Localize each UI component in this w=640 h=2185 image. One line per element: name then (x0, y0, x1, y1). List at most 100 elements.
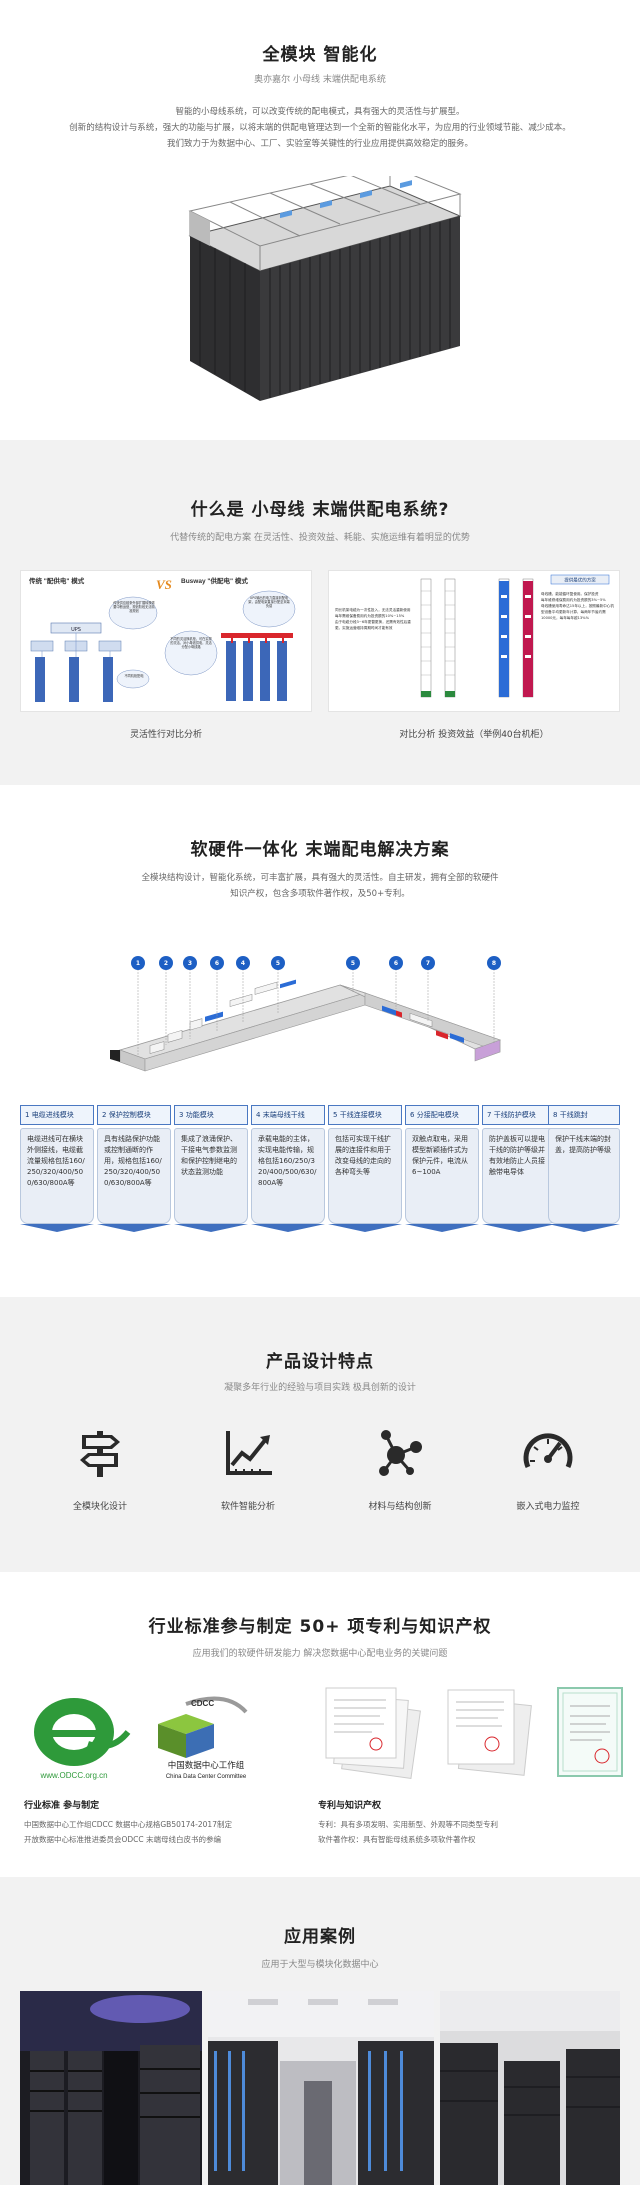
patents-line: 软件著作权：具有智能母线系统多项软件著作权 (318, 1835, 476, 1844)
what-is-section: 什么是 小母线 末端供配电系统? 代替传统的配电方案 在灵活性、投资效益、耗能、… (0, 440, 640, 785)
feature-item: 嵌入式电力监控 (478, 1425, 618, 1512)
marker-number: 5 (276, 960, 280, 967)
features-title: 产品设计特点 (266, 1352, 374, 1372)
marker-number: 6 (215, 960, 219, 967)
what-subtitle: 代替传统的配电方案 在灵活性、投资效益、耗能、实施运维有着明显的优势 (170, 533, 470, 543)
hero-section: 全模块 智能化 奥亦嘉尔 小母线 末端供配电系统 智能的小母线系统，可以改变传统… (0, 0, 640, 440)
feature-item: 全模块化设计 (30, 1425, 170, 1512)
standards-heading: 行业标准 参与制定 (24, 1801, 100, 1811)
module-header: 3 功能模块 (174, 1105, 248, 1125)
module-card: 5 干线连接模块 包括可实现干线扩展的连接件和用于改变母线的走向的各种弯头等 (328, 1105, 402, 1235)
standards-text: 中国数据中心工作组CDCC 数据中心规格GB50174-2017制定 开放数据中… (24, 1817, 232, 1847)
module-description: 承载电能的主体，实现电能传输，规格包括160/250/320/400/500/6… (251, 1128, 325, 1224)
vs-label: VS (156, 577, 172, 592)
busway-point: 母线槽，能能循环复使用。保护投资 (541, 592, 599, 596)
module-description: 具有线路保护功能或控制通断的作用，规格包括160/250/320/400/500… (97, 1128, 171, 1224)
module-card: 6 分接配电模块 双触点取电，采用模型新颖插件式为保护元件，电流从6~100A (405, 1105, 479, 1235)
cases-subtitle: 应用于大型与模块化数据中心 (261, 1960, 379, 1970)
flexible-note: 不同的灵活换机柜，可在实现的灵活，对小母线供电，灵活分配小母线路 (170, 637, 212, 649)
busway-cabinet-illustration (188, 176, 462, 401)
module-header: 8 干线跳封 (548, 1105, 620, 1125)
cdcc-logo: CDCC 中国数据中心工作组 China Data Center Committ… (158, 1696, 248, 1780)
cases-title: 应用案例 (284, 1927, 356, 1947)
module-arrow (251, 1224, 325, 1232)
hero-subtitle: 奥亦嘉尔 小母线 末端供配电系统 (254, 75, 386, 85)
certificate-icon (557, 1687, 623, 1777)
module-header: 1 电缆进线模块 (20, 1105, 94, 1125)
analytics-chart-icon (226, 1431, 272, 1475)
comparison-card-flexibility: 传统 "配供电" 模式 VS Busway "供配电" 模式 UPS 传统供应链… (20, 570, 312, 712)
module-arrow (548, 1224, 620, 1232)
features-subtitle: 凝聚多年行业的经验与项目实践 极具创新的设计 (224, 1383, 416, 1393)
certificate-stack-icon (325, 1687, 421, 1779)
busway-point: 母线槽使用寿命达15年以上，按照最新中心机型设备平均更新年计算，每两年节省约需1… (541, 604, 614, 620)
hero-title: 全模块 智能化 (262, 45, 378, 65)
marker-number: 8 (492, 960, 496, 967)
feature-label: 材料与结构创新 (368, 1502, 432, 1512)
traditional-point: 由于电缆分段3~6年更替更换，还需有效性后重更。实施运营维持周期时间才能有效 (335, 620, 411, 630)
module-arrow (97, 1224, 171, 1232)
traditional-point: 每年需维保备费用约为投资额的10%~15% (335, 614, 405, 618)
module-header: 5 干线连接模块 (328, 1105, 402, 1125)
marker-number: 7 (426, 960, 430, 967)
standards-section: 行业标准参与制定 50+ 项专利与知识产权 应用我们的软硬件研发能力 解决您数据… (0, 1572, 640, 1877)
cabinet-note: 不同机柜配电 (124, 674, 144, 678)
busway-system-diagram: 1 2 3 6 4 5 5 6 7 8 (110, 956, 502, 1072)
module-card: 7 干线防护模块 防护盖板可以提电干线的防护等级并有效地防止人员接触带电导体 (482, 1105, 556, 1235)
module-description: 电缆进线可在横块外侧接线，电缆截流量规格包括160/250/320/400/50… (20, 1128, 94, 1224)
busway-mode-label: Busway "供配电" 模式 (181, 576, 248, 585)
odcc-logo: www.ODCC.org.cn (34, 1698, 131, 1780)
module-header: 2 保护控制模块 (97, 1105, 171, 1125)
case-photo (440, 1991, 620, 2185)
cdcc-acronym: CDCC (191, 1699, 214, 1708)
module-card: 1 电缆进线模块 电缆进线可在横块外侧接线，电缆截流量规格包括160/250/3… (20, 1105, 94, 1235)
solution-line: 知识产权，包含多项软件著作权，及50+专利。 (230, 889, 410, 899)
marker-number: 1 (136, 960, 140, 967)
odcc-url: www.ODCC.org.cn (39, 1771, 107, 1780)
busway-point: 每年维修维保费用约为投资额的3%~5% (541, 598, 606, 602)
module-arrow (328, 1224, 402, 1232)
certificate-stack-icon (447, 1689, 532, 1776)
marker-number: 2 (164, 960, 168, 967)
busway-points: 母线槽，能能循环复使用。保护投资 每年维修维保费用约为投资额的3%~5% 母线槽… (541, 591, 615, 621)
cdcc-english: China Data Center Committee (166, 1774, 247, 1780)
module-card: 2 保护控制模块 具有线路保护功能或控制通断的作用，规格包括160/250/32… (97, 1105, 171, 1235)
case-photo (208, 1991, 434, 2185)
module-arrow (20, 1224, 94, 1232)
standards-line: 开放数据中心标准推进委员会ODCC 末端母线白皮书的参编 (24, 1835, 222, 1844)
features-section: 产品设计特点 凝聚多年行业的经验与项目实践 极具创新的设计 全模块化设计 软件智… (0, 1297, 640, 1572)
solution-description: 全模块结构设计，智能化系统，可丰富扩展，具有强大的灵活性。自主研发，拥有全部的软… (110, 870, 530, 902)
marker-number: 5 (351, 960, 355, 967)
traditional-point: 同长机架电缆为一次性投入，无法灵活重新使用 (335, 608, 411, 612)
traditional-note: 传统供应链条外部扩展转换需要中断运营，规划阶段无法精准规划 (113, 601, 155, 613)
feature-label: 嵌入式电力监控 (516, 1502, 580, 1512)
standards-subtitle: 应用我们的软硬件研发能力 解决您数据中心配电业务的关键问题 (192, 1649, 448, 1659)
cdcc-name: 中国数据中心工作组 (168, 1760, 245, 1770)
module-description: 集成了浪涌保护、干接电气参数监测和保护控制继电的状态监测功能 (174, 1128, 248, 1224)
traditional-points: 同长机架电缆为一次性投入，无法灵活重新使用 每年需维保备费用约为投资额的10%~… (335, 607, 415, 631)
feature-item: 材料与结构创新 (330, 1425, 470, 1512)
module-header: 7 干线防护模块 (482, 1105, 556, 1125)
module-card: 8 干线跳封 保护干线末端的封盖，提高防护等级 (548, 1105, 620, 1235)
busway-note: UPS输出的电力直接到配电架，由配电架直接分配至末端负载 (248, 596, 290, 608)
signpost-icon (80, 1431, 120, 1477)
hero-line: 智能的小母线系统，可以改变传统的配电模式，具有强大的灵活性与扩展型。 (175, 107, 465, 117)
marker-number: 6 (394, 960, 398, 967)
module-arrow (482, 1224, 556, 1232)
feature-item: 软件智能分析 (178, 1425, 318, 1512)
module-card: 3 功能模块 集成了浪涌保护、干接电气参数监测和保护控制继电的状态监测功能 (174, 1105, 248, 1235)
traditional-mode-label: 传统 "配供电" 模式 (28, 576, 85, 585)
patents-heading: 专利与知识产权 (318, 1801, 382, 1811)
module-description: 保护干线末端的封盖，提高防护等级 (548, 1128, 620, 1224)
module-header: 4 末端母线干线 (251, 1105, 325, 1125)
standards-line: 中国数据中心工作组CDCC 数据中心规格GB50174-2017制定 (24, 1820, 232, 1829)
what-title: 什么是 小母线 末端供配电系统? (190, 500, 450, 520)
module-description: 防护盖板可以提电干线的防护等级并有效地防止人员接触带电导体 (482, 1128, 556, 1224)
hero-line: 创新的结构设计与系统，强大的功能与扩展，以将末端的供配电管理达到一个全新的智能化… (69, 123, 571, 133)
patents-line: 专利：具有多项发明、实用新型、外观等不同类型专利 (318, 1820, 498, 1829)
feature-label: 软件智能分析 (220, 1502, 275, 1512)
solution-section: 软硬件一体化 末端配电解决方案 全模块结构设计，智能化系统，可丰富扩展，具有强大… (0, 785, 640, 1297)
module-arrow (174, 1224, 248, 1232)
module-description: 双触点取电，采用模型新颖插件式为保护元件，电流从6~100A (405, 1128, 479, 1224)
case-photo (20, 1991, 202, 2185)
